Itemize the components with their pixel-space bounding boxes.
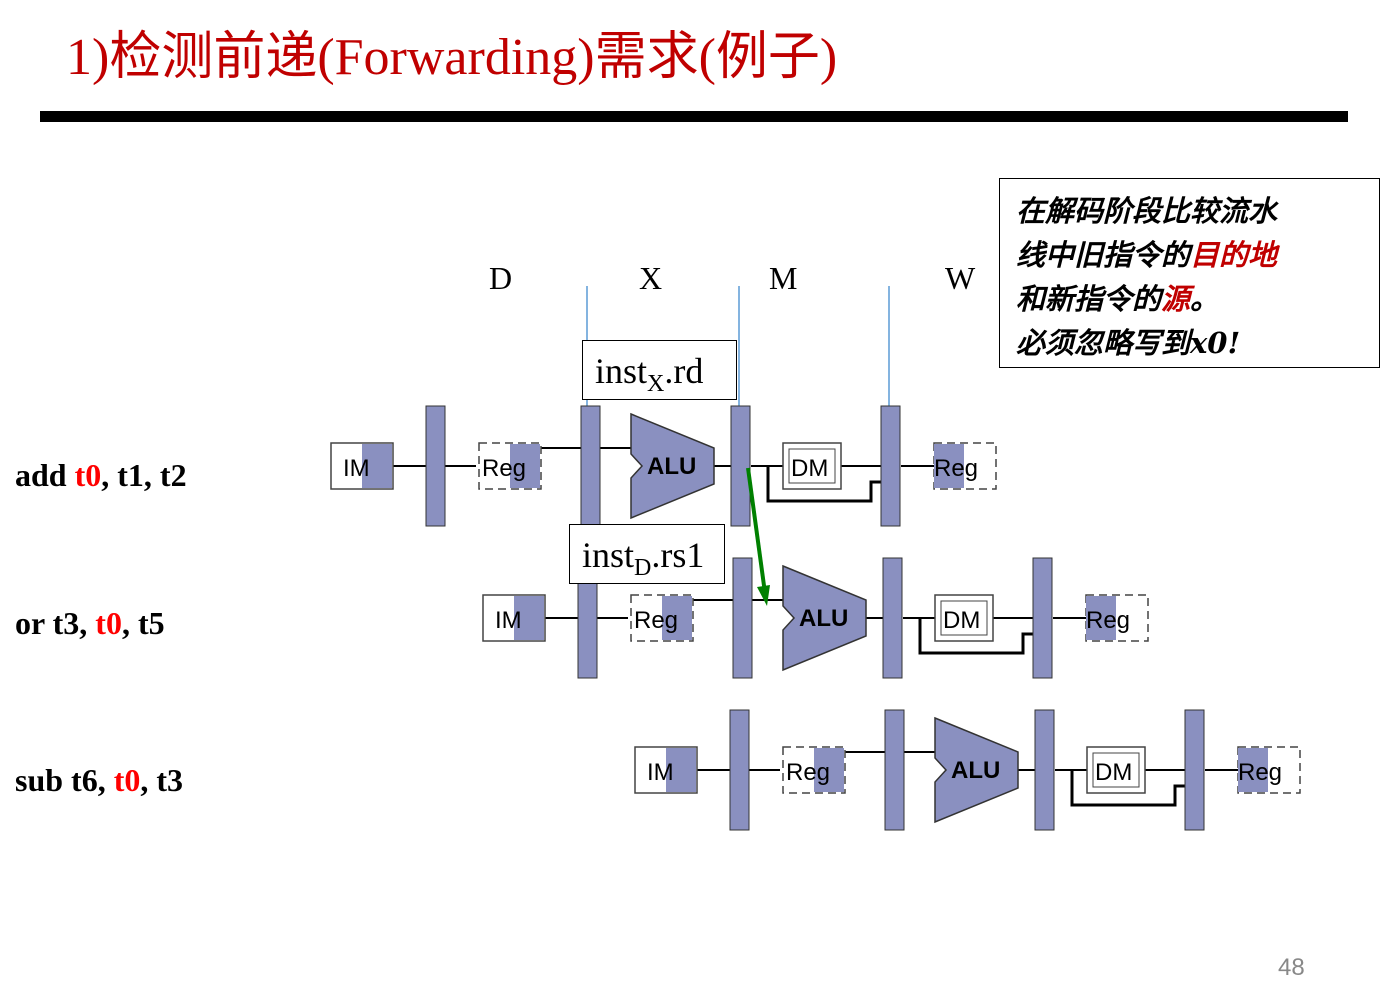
dm-block [1086,746,1146,794]
alu-block [630,412,715,520]
dm-inner [788,448,836,484]
reg-write-label: Reg [1086,607,1130,634]
reg-write-shade [1238,748,1268,792]
reg-write-shade [934,444,964,488]
pipeline-register [729,709,750,831]
im-shade [362,444,392,488]
reg-read-label: Reg [786,759,830,786]
stage-label-m: M [769,260,798,296]
pipeline-register [732,557,753,679]
reg-read-shade [510,444,540,488]
reg-read-shade [814,748,844,792]
im-label: IM [495,607,522,634]
dm-label: DM [943,607,980,634]
pipeline-register [1184,709,1205,831]
slide-title: 1)检测前递(Forwarding)需求(例子) [66,29,838,86]
dm-inner [940,600,988,636]
reg-write-label: Reg [934,455,978,482]
pipeline-register [1032,557,1053,679]
im-label: IM [647,759,674,786]
page-number: 48 [1278,954,1305,981]
dm-bypass-wire [1070,770,1185,807]
reg-write-shade [1086,596,1116,640]
dm-block [934,594,994,642]
im-shade [666,748,696,792]
dm-inner [1092,752,1140,788]
pipeline-register [580,405,601,527]
pipeline-register [730,405,751,527]
explanation-note: 在解码阶段比较流水 线中旧指令的目的地 和新指令的源。 必须忽略写到x0! [999,178,1380,368]
reg-read-label: Reg [634,607,678,634]
reg-read-label: Reg [482,455,526,482]
alu-block [934,716,1019,824]
inst-x-rd-box: instX.rd [582,340,737,400]
im-shade [514,596,544,640]
stage-label-d: D [489,260,513,296]
dm-label: DM [791,455,828,482]
stage-label-w: W [945,260,976,296]
pipeline-register [1034,709,1055,831]
alu-label: ALU [951,757,1000,784]
pipeline-register [884,709,905,831]
alu-block [782,564,867,672]
inst-d-rs1-box: instD.rs1 [569,524,725,584]
dm-bypass-wire [766,466,881,503]
title-rule [40,111,1348,122]
dm-bypass-wire [918,618,1033,655]
alu-label: ALU [799,605,848,632]
stage-label-x: X [639,260,663,296]
reg-write-label: Reg [1238,759,1282,786]
alu-label: ALU [647,453,696,480]
pipeline-register [882,557,903,679]
pipeline-register [880,405,901,527]
note-line-3: 和新指令的源。 [1016,282,1220,316]
reg-read-shade [662,596,692,640]
pipeline-register [425,405,446,527]
forwarding-arrow [746,467,767,594]
instruction-or: or t3, t0, t5 [15,605,165,641]
instruction-sub: sub t6, t0, t3 [15,762,184,798]
forwarding-arrow-head [757,585,770,606]
note-line-1: 在解码阶段比较流水 [1016,194,1278,228]
note-line-2: 线中旧指令的目的地 [1016,238,1278,272]
instruction-add: add t0, t1, t2 [15,457,187,493]
dm-block [782,442,842,490]
dm-label: DM [1095,759,1132,786]
im-label: IM [343,455,370,482]
note-line-4: 必须忽略写到x0! [1016,326,1241,360]
